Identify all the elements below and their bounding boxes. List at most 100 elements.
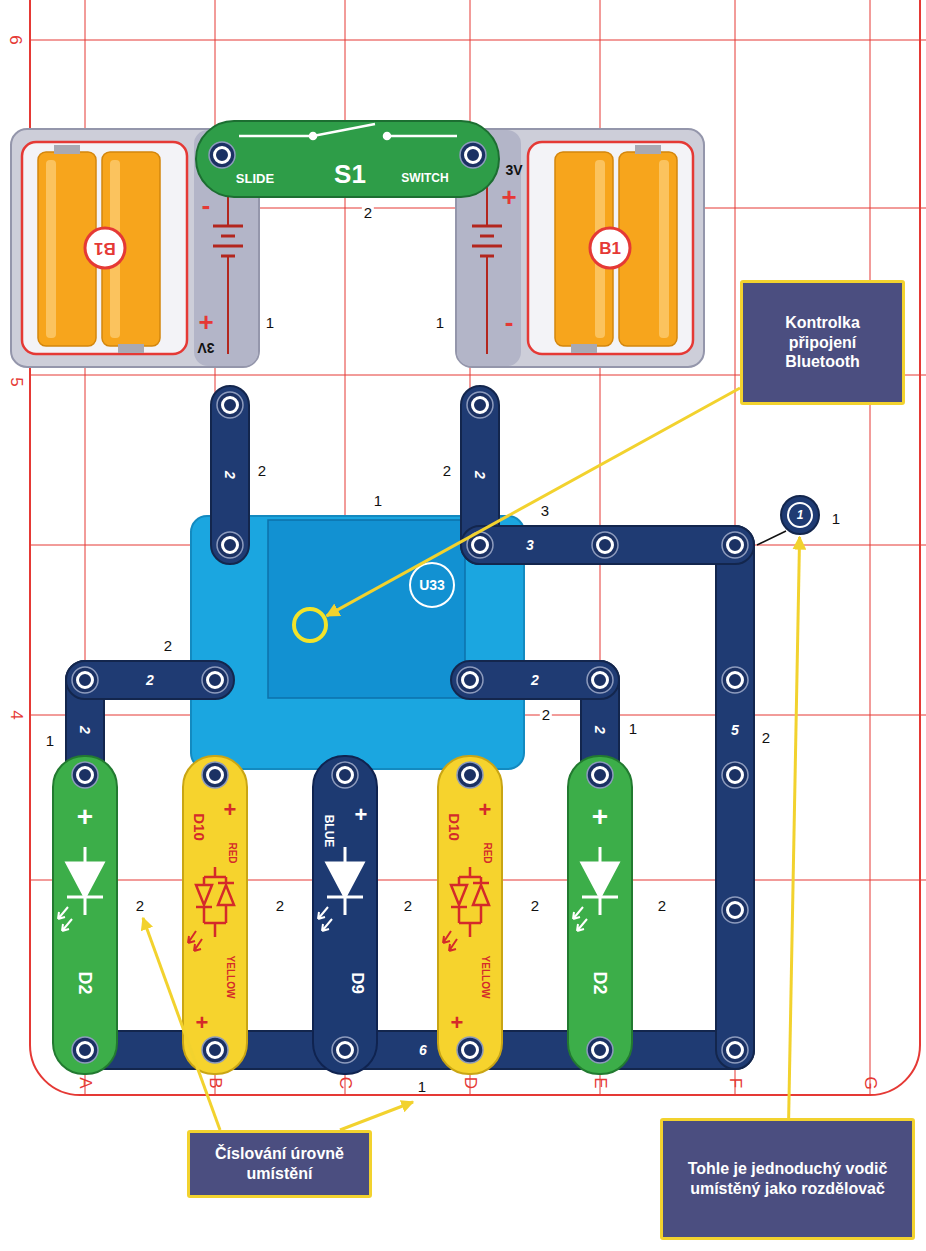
snap-connector [457, 667, 483, 693]
callout-box: Číslování úrovně umístění [187, 1130, 372, 1198]
leader-line [340, 1102, 413, 1130]
part-label: + [592, 803, 608, 831]
cell-highlight [46, 160, 56, 338]
snap-connector [202, 1037, 228, 1063]
callout-text: Kontrolka připojení Bluetooth [757, 313, 888, 372]
part-label: YELLOW [480, 956, 490, 999]
grid-line [870, 0, 871, 1095]
snap-wire-art [460, 525, 755, 565]
battery-symbol [472, 152, 502, 354]
snap-body [332, 1037, 358, 1063]
snap-body [722, 1037, 748, 1063]
part-label: D10 [192, 813, 207, 841]
light-arrow [573, 907, 583, 919]
symbol-frame [459, 867, 481, 937]
snap-ring [593, 1043, 608, 1058]
battery-art [456, 129, 704, 367]
part-label: + [479, 799, 492, 821]
diode-bar [451, 906, 467, 909]
snap-ring [463, 1043, 478, 1058]
battery-lead [227, 256, 229, 354]
module-body [191, 516, 524, 769]
cell-bay [22, 142, 187, 354]
snap-connector [202, 1037, 228, 1063]
symbol-frame [204, 867, 226, 937]
snap-body [72, 1037, 98, 1063]
snap-ring [338, 1043, 353, 1058]
wire-body [581, 661, 619, 794]
snap-connector [72, 1037, 98, 1063]
part-badge [410, 563, 454, 607]
callout-text: Tohle je jednoduchý vodič umístěný jako … [677, 1159, 898, 1198]
bicolor-led-art [182, 755, 248, 1075]
diode-triangle [473, 885, 489, 905]
part-label: + [77, 803, 93, 831]
snap-wire: 5 [715, 525, 755, 1070]
snap-connector [467, 392, 493, 418]
part-label: D2 [76, 971, 94, 994]
snap-body [587, 1037, 613, 1063]
diode-lead [344, 847, 347, 863]
part-label: D9 [349, 972, 366, 994]
snap-body [217, 392, 243, 418]
snap-body [722, 532, 748, 558]
snap-ring [208, 1043, 223, 1058]
snap-ring [593, 673, 608, 688]
level-number: 3 [539, 503, 551, 518]
light-arrow [577, 919, 587, 931]
part-label: + [196, 1012, 209, 1034]
battery-plate [472, 225, 502, 228]
light-arrow [322, 919, 332, 931]
snap-body [72, 762, 98, 788]
level-number: 2 [162, 638, 174, 653]
diode-bar [218, 882, 234, 885]
snap-ring [593, 768, 608, 783]
cell-cap [118, 344, 144, 353]
snap-body [587, 762, 613, 788]
grid-coordinate: G [862, 1076, 879, 1089]
part-label: S1 [334, 161, 366, 187]
part-label: SLIDE [236, 172, 274, 185]
battery-art [11, 129, 259, 367]
battery-plate [213, 245, 243, 248]
wire-body [66, 661, 104, 794]
grid-coordinate: F [727, 1078, 744, 1088]
snap-wire: 2 [65, 660, 235, 700]
snap-body [457, 1037, 483, 1063]
part-label: + [451, 1012, 464, 1034]
diode-bar [196, 906, 212, 909]
callout-box: Kontrolka připojení Bluetooth [740, 280, 905, 405]
bluetooth-module-art [190, 515, 525, 770]
led-part: BLUE+D9 [312, 755, 378, 1075]
light-arrow [62, 919, 72, 931]
diode-triangle [582, 863, 618, 897]
part-label: + [355, 804, 368, 826]
level-number: 2 [256, 463, 268, 478]
snap-ring [598, 538, 613, 553]
battery-plate [213, 225, 243, 228]
snap-body [217, 532, 243, 558]
snap-wire: 2 [450, 660, 620, 700]
light-arrow [58, 907, 68, 919]
snap-body [217, 532, 243, 558]
snap-ring [728, 768, 743, 783]
snap-connector [202, 667, 228, 693]
snap-wire-art [65, 1030, 755, 1070]
part-label: 2 [473, 471, 487, 479]
snap-ring [78, 673, 93, 688]
snap-body [467, 532, 493, 558]
snap-ring [78, 1043, 93, 1058]
diode-lead [84, 847, 87, 863]
snap-ring [223, 538, 238, 553]
snap-ring [728, 1043, 743, 1058]
snap-connector [72, 762, 98, 788]
light-arrow [443, 931, 451, 943]
part-label: - [202, 197, 211, 223]
grid-coordinate: D [462, 1077, 479, 1089]
snap-wire: 6 [65, 1030, 755, 1070]
leader-connector [789, 537, 800, 1118]
diode-triangle [218, 885, 234, 905]
bicolor-led: D10+REDYELLOW+ [182, 755, 248, 1075]
switch-contact [310, 133, 316, 139]
snap-connector [587, 1037, 613, 1063]
